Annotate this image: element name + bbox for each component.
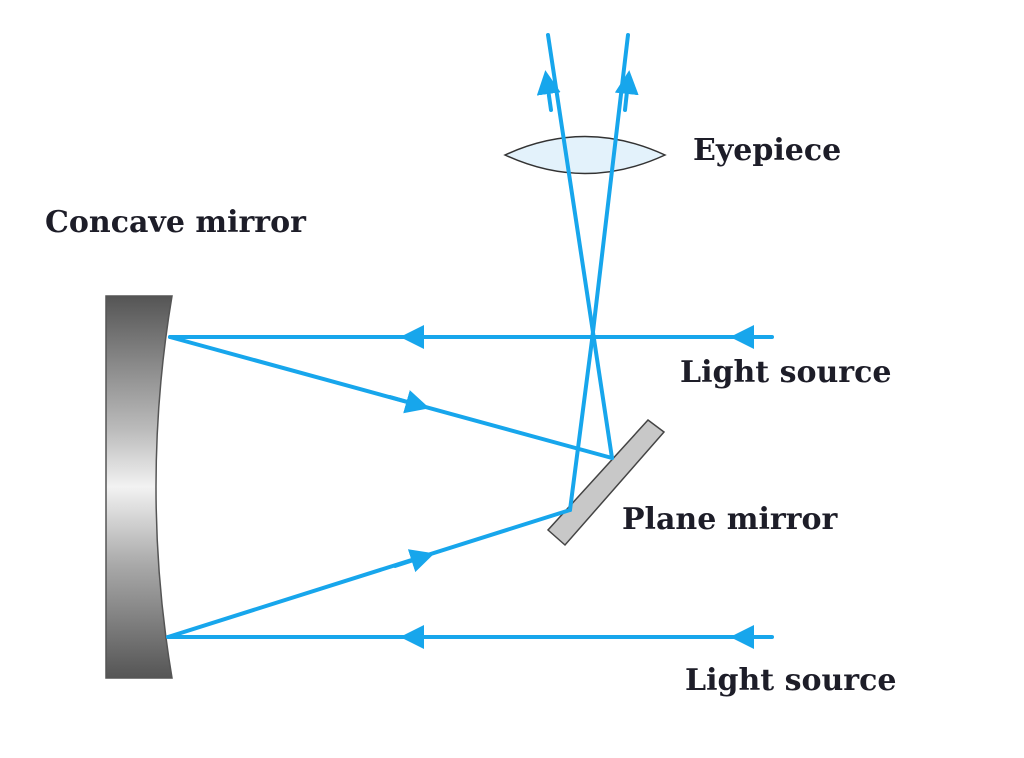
- light-source-bottom-label: Light source: [685, 663, 897, 698]
- arrow-eyepiece-right: [614, 70, 639, 112]
- light-source-top-label: Light source: [680, 355, 892, 390]
- arrow-bottom-reflected: [393, 549, 435, 573]
- ray-to-eyepiece-right-upper: [590, 33, 630, 342]
- arrow-top-reflected: [388, 390, 430, 414]
- plane-mirror-label: Plane mirror: [622, 502, 838, 537]
- concave-mirror: [105, 295, 173, 679]
- eyepiece-lens: [503, 135, 667, 175]
- eyepiece-label: Eyepiece: [693, 133, 842, 168]
- ray-to-eyepiece-left: [546, 33, 614, 460]
- ray-bottom-reflected: [166, 508, 572, 639]
- ray-to-eyepiece-right: [568, 338, 594, 512]
- plane-mirror: [546, 418, 666, 547]
- arrow-eyepiece-left: [536, 70, 561, 112]
- concave-mirror-label: Concave mirror: [45, 205, 306, 240]
